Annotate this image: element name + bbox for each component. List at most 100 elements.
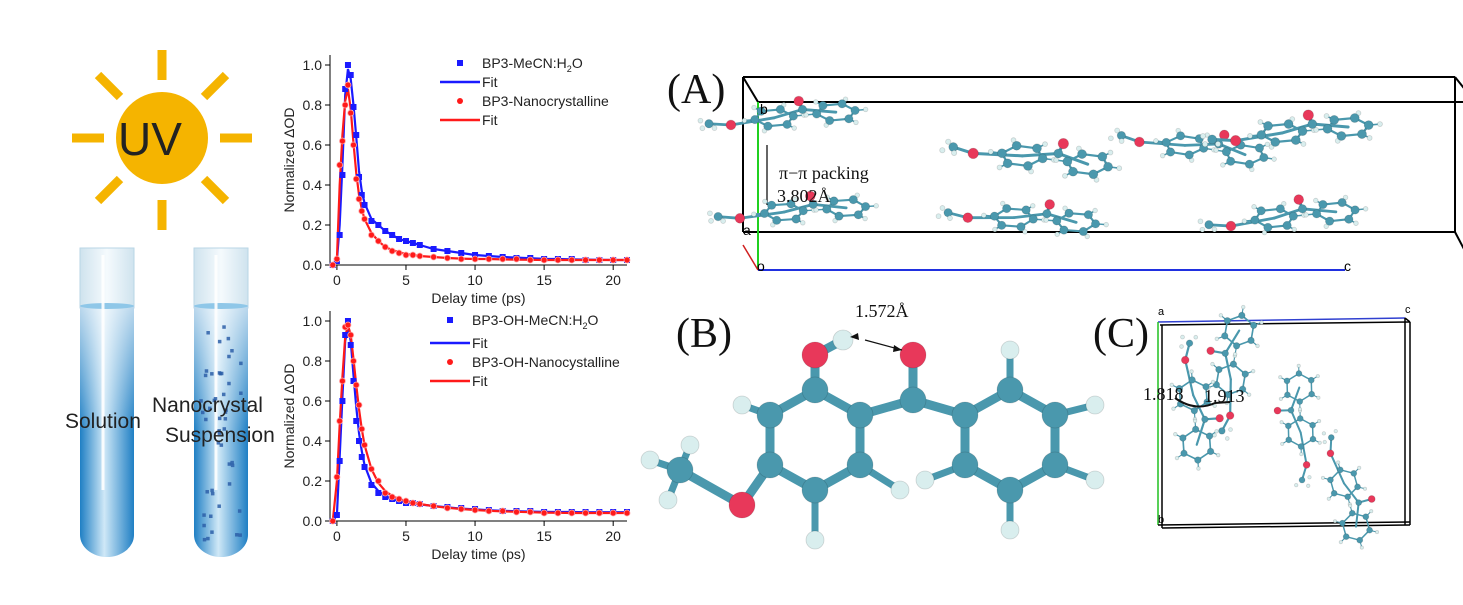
hydrogen-atom bbox=[1377, 121, 1383, 127]
carbon-atom bbox=[798, 206, 808, 216]
carbon-atom bbox=[1296, 398, 1304, 405]
hydrogen-atom bbox=[824, 194, 830, 200]
data-point-circle bbox=[471, 255, 479, 263]
carbon-atom bbox=[1247, 336, 1255, 345]
hydrogen-atom bbox=[1257, 119, 1264, 125]
data-point-square bbox=[353, 418, 360, 424]
oxygen-atom bbox=[1044, 199, 1056, 210]
carbon-atom bbox=[1059, 225, 1069, 235]
test-tube-nanocrystal bbox=[193, 247, 249, 557]
carbon-atom bbox=[853, 210, 863, 220]
hydrogen-atom bbox=[1030, 203, 1036, 209]
data-point-square bbox=[396, 236, 403, 242]
carbon-atom bbox=[1287, 406, 1295, 414]
data-point-circle bbox=[329, 517, 337, 525]
hydrogen-atom bbox=[741, 117, 748, 124]
carbon-atom bbox=[786, 199, 796, 209]
molecules bbox=[1169, 304, 1380, 550]
carbon-atom bbox=[1223, 317, 1232, 325]
carbon-atom bbox=[1283, 119, 1294, 129]
oxygen-atom bbox=[1215, 413, 1224, 423]
hydrogen-atom bbox=[1241, 304, 1246, 310]
carbon-atom bbox=[1327, 434, 1335, 441]
panel-a-label: (A) bbox=[667, 67, 726, 113]
hydrogen-atom bbox=[873, 203, 879, 209]
data-point-circle bbox=[368, 465, 375, 473]
x-tick-label: 15 bbox=[536, 272, 552, 288]
hydrogen-atom bbox=[1303, 212, 1309, 218]
hydrogen-atom bbox=[1210, 361, 1215, 367]
molecule-panel-b bbox=[640, 329, 1105, 550]
nanocrystal-particle bbox=[227, 354, 231, 359]
data-point-circle bbox=[540, 509, 548, 517]
bond bbox=[1184, 358, 1195, 397]
carbon-atom bbox=[1041, 451, 1069, 479]
hydrogen-atom bbox=[1118, 138, 1125, 144]
oxygen-atom bbox=[1180, 355, 1190, 365]
x-tick-label: 0 bbox=[333, 528, 341, 544]
carbon-atom bbox=[704, 119, 714, 129]
hydrogen-atom bbox=[981, 212, 987, 219]
data-point-square bbox=[347, 72, 354, 78]
nanocrystal-particle bbox=[217, 431, 222, 435]
data-point-circle bbox=[444, 504, 451, 512]
data-point-circle bbox=[513, 255, 520, 263]
hydrogen-atom bbox=[1084, 233, 1090, 240]
carbon-atom bbox=[825, 115, 835, 126]
hydrogen-atom bbox=[1000, 340, 1020, 360]
nanocrystal-particle bbox=[237, 509, 242, 513]
carbon-atom bbox=[846, 401, 874, 429]
nanocrystal-particle bbox=[216, 441, 221, 445]
x-tick-label: 15 bbox=[536, 528, 552, 544]
hydrogen-atom bbox=[732, 395, 752, 415]
hydrogen-atom bbox=[1214, 336, 1220, 342]
carbon-atom bbox=[1021, 205, 1031, 215]
carbon-atom bbox=[1191, 425, 1200, 434]
carbon-atom bbox=[1226, 156, 1236, 166]
legend-label: Fit bbox=[482, 112, 498, 128]
data-point-circle bbox=[341, 101, 349, 109]
carbon-atom bbox=[1288, 211, 1298, 221]
hydrogen-atom bbox=[1043, 217, 1049, 223]
carbon-atom bbox=[837, 99, 847, 109]
hydrogen-atom bbox=[792, 196, 798, 203]
carbon-atom bbox=[1175, 384, 1184, 393]
hydrogen-atom bbox=[1320, 475, 1326, 480]
carbon-atom bbox=[1221, 147, 1231, 157]
nanocrystal-particle bbox=[202, 523, 206, 528]
carbon-atom bbox=[1350, 205, 1360, 215]
hydrogen-atom bbox=[1369, 509, 1374, 514]
hydrogen-atom bbox=[1299, 452, 1304, 457]
data-point-circle bbox=[402, 497, 410, 505]
hydrogen-atom bbox=[1296, 363, 1301, 368]
carbon-atom bbox=[1337, 197, 1347, 208]
carbon-atom bbox=[1322, 123, 1333, 134]
hydrogen-atom bbox=[1022, 229, 1028, 235]
hydrogen-atom bbox=[697, 117, 704, 124]
carbon-atom bbox=[1244, 159, 1255, 169]
hydrogen-atom bbox=[935, 213, 942, 220]
data-point-circle bbox=[388, 493, 396, 501]
hydrogen-atom bbox=[939, 147, 946, 154]
data-point-circle bbox=[513, 508, 520, 516]
hydrogen-atom bbox=[1000, 520, 1020, 540]
carbon-atom bbox=[1263, 222, 1273, 233]
carbon-atom bbox=[1270, 137, 1281, 147]
data-point-circle bbox=[457, 255, 465, 263]
nanocrystal-particle bbox=[203, 373, 208, 378]
hydrogen-atom bbox=[1054, 231, 1060, 237]
data-point-square bbox=[336, 458, 343, 464]
hbond-distance-1-label: 1.818 bbox=[1143, 384, 1184, 404]
y-tick-label: 0.0 bbox=[303, 257, 323, 273]
hydrogen-atom bbox=[805, 530, 825, 550]
nanocrystal-particle bbox=[206, 331, 210, 335]
nanocrystal-particle bbox=[223, 410, 228, 414]
carbon-atom bbox=[951, 451, 979, 479]
x-tick-label: 5 bbox=[402, 528, 410, 544]
oxygen-atom bbox=[804, 190, 816, 202]
carbon-atom bbox=[1232, 342, 1241, 350]
hydrogen-atom bbox=[1062, 205, 1068, 211]
panel-b-label: (B) bbox=[676, 311, 732, 357]
data-point-square bbox=[409, 240, 416, 246]
axis-c-label: c bbox=[1344, 258, 1351, 274]
